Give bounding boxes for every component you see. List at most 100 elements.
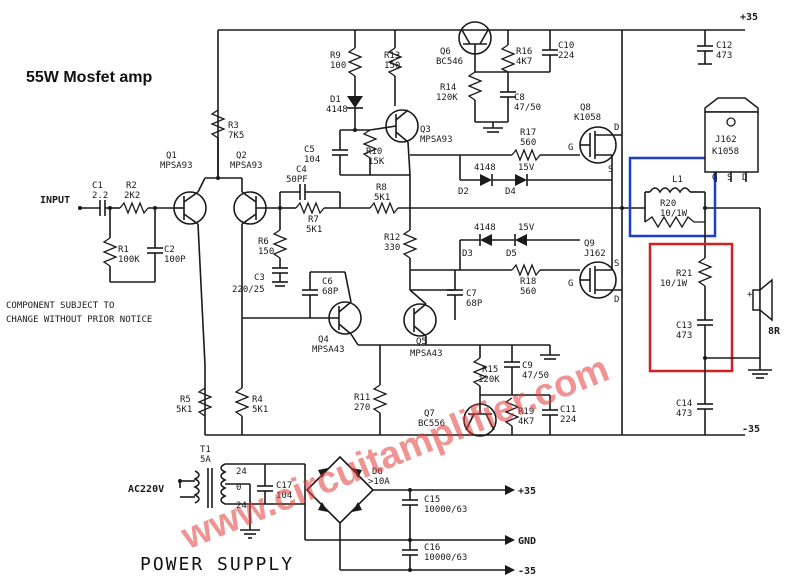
pkg-label-2: K1058: [712, 147, 739, 157]
c15-name: C15: [424, 495, 440, 505]
q8-value: K1058: [574, 113, 601, 123]
q6-value: BC546: [436, 57, 463, 67]
r2-name: R2: [126, 181, 137, 191]
pkg-pin-s: S: [727, 173, 732, 183]
c10-name: C10: [558, 41, 574, 51]
c15-value: 10000/63: [424, 505, 467, 515]
q9-value: J162: [584, 249, 606, 259]
d2-name: D2: [458, 187, 469, 197]
r21-name: R21: [676, 269, 692, 279]
r14-name: R14: [440, 83, 456, 93]
zobel-network: R21 10/1W C13 473: [648, 222, 760, 373]
r8-value: 5K1: [374, 193, 390, 203]
r7-name: R7: [308, 215, 319, 225]
pkg-pin-d: D: [742, 173, 747, 183]
q9-mosfet: Q9 J162 G S D: [568, 208, 622, 305]
input-label: INPUT: [40, 195, 70, 206]
tap-top: 24: [236, 467, 247, 477]
r10-value: 15K: [368, 157, 385, 167]
c13-name: C13: [676, 321, 692, 331]
lower-resistors: R11 270 R5 5K1 R4 5K1: [176, 318, 388, 435]
c6-value: 68P: [322, 287, 339, 297]
d4-name: D4: [505, 187, 516, 197]
r18-value: 560: [520, 287, 536, 297]
q4-value: MPSA43: [312, 345, 345, 355]
tap-center: 0: [236, 483, 241, 493]
c12-capacitor: C12 473: [697, 30, 732, 65]
ps-neg-label: -35: [518, 566, 536, 577]
c4-value: 50PF: [286, 175, 308, 185]
q2-value: MPSA93: [230, 161, 263, 171]
q6-name: Q6: [440, 47, 451, 57]
speaker-polarity: +: [747, 290, 753, 300]
c11-name: C11: [560, 405, 576, 415]
q9-pin-s: S: [614, 259, 619, 269]
r20-value: 10/1W: [660, 209, 688, 219]
feedback-network: C4 50PF R7 5K1 R8 5K1 R6 150 C3 220/25: [232, 165, 622, 295]
tap-bottom: 24: [236, 501, 247, 511]
c16-value: 10000/63: [424, 553, 467, 563]
r21-value: 10/1W: [660, 279, 688, 289]
d1-name: D1: [330, 95, 341, 105]
c8-value: 47/50: [514, 103, 541, 113]
q7-name: Q7: [424, 409, 435, 419]
c14-value: 473: [676, 409, 692, 419]
vas-stage: C6 68P C7 68P Q4 MPSA43 Q5 MPSA43: [242, 270, 483, 359]
bias-chain: R9 100 D1 4148 C5 104 R10 15K: [304, 30, 410, 176]
mosfet-package: J162 K1058 G S D: [704, 97, 759, 183]
q8-pin-d: D: [614, 123, 619, 133]
t1-name: T1: [200, 445, 211, 455]
d5-name: D5: [506, 249, 517, 259]
r12-value: 330: [384, 243, 400, 253]
c17-value: 104: [276, 491, 292, 501]
ps-pos-label: +35: [518, 486, 536, 497]
red-highlight-box: [648, 242, 734, 373]
c6-name: C6: [322, 277, 333, 287]
c7-name: C7: [466, 289, 477, 299]
c13-value: 473: [676, 331, 692, 341]
c2-value: 100P: [164, 255, 186, 265]
r19-value: 4K7: [518, 417, 534, 427]
q9-pin-g: G: [568, 279, 573, 289]
r17-value: 560: [520, 138, 536, 148]
blue-highlight-box: [628, 156, 717, 238]
q7-value: BC556: [418, 419, 445, 429]
q3-stage: R13 150 Q3 MPSA93 R12 330: [369, 30, 453, 290]
l1-name: L1: [672, 175, 683, 185]
c12-value: 473: [716, 51, 732, 61]
q5-name: Q5: [416, 337, 427, 347]
r10-name: R10: [366, 147, 382, 157]
r15-name: R15: [482, 365, 498, 375]
q3-name: Q3: [420, 125, 431, 135]
d2-top-value: 4148: [474, 163, 496, 173]
r15-value: 120K: [478, 375, 500, 385]
q5-value: MPSA43: [410, 349, 443, 359]
r12-name: R12: [384, 233, 400, 243]
q6-stage: Q6 BC546 R16 4K7 C10 224 R14 120K C8 47/…: [436, 21, 574, 133]
notice-line-2: CHANGE WITHOUT PRIOR NOTICE: [6, 315, 152, 325]
r5-value: 5K1: [176, 405, 192, 415]
output-inductor-network: L1 R20 10/1W: [620, 156, 760, 238]
c3-value: 220/25: [232, 285, 265, 295]
r6-value: 150: [258, 247, 274, 257]
d4-top-value: 15V: [518, 163, 535, 173]
q8-name: Q8: [580, 103, 591, 113]
r1-value: 100K: [118, 255, 140, 265]
q2-name: Q2: [236, 151, 247, 161]
q9-name: Q9: [584, 239, 595, 249]
r17-name: R17: [520, 128, 536, 138]
c17-name: C17: [276, 481, 292, 491]
q1-value: MPSA93: [160, 161, 193, 171]
r3-name: R3: [228, 121, 239, 131]
r13-name: R13: [384, 51, 400, 61]
c8-name: C8: [514, 93, 525, 103]
r9-name: R9: [330, 51, 341, 61]
q4-name: Q4: [318, 335, 329, 345]
c3-name: C3: [254, 273, 265, 283]
ps-gnd-label: GND: [518, 536, 536, 547]
pkg-label-1: J162: [715, 135, 737, 145]
r4-name: R4: [252, 395, 263, 405]
ac-input-label: AC220V: [128, 484, 164, 495]
c5-name: C5: [304, 145, 315, 155]
